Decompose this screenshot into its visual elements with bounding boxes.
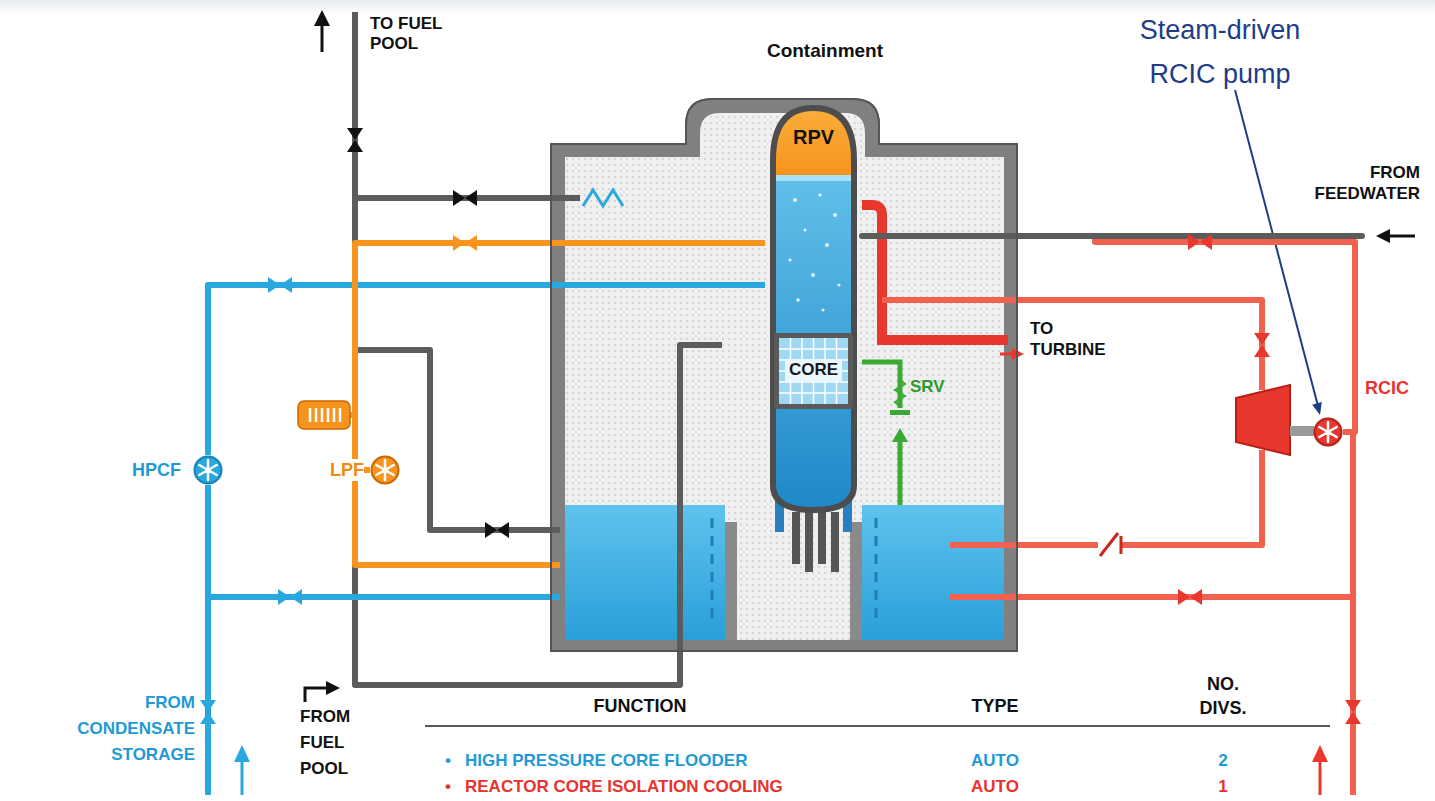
pedestal-wall: [850, 522, 862, 640]
hpcf-suction-pipe: [208, 485, 560, 795]
table-header: NO. DIVS.: [1183, 672, 1263, 720]
fuel-pool-piping: [355, 12, 722, 685]
pump-casing: [1315, 419, 1342, 446]
valve-symbol: [1188, 234, 1212, 250]
flow-label: TO FUEL POOL: [370, 14, 455, 54]
pipe-connector: [862, 236, 1355, 432]
table-cell: AUTO: [955, 776, 1035, 798]
vessel-label: RPV: [765, 126, 862, 148]
flow-arrow: [314, 10, 330, 26]
flow-arrow: [1388, 235, 1415, 238]
valve-label: SRV: [910, 376, 960, 397]
lpf-pump-shape: [370, 455, 400, 485]
rcic-turbine: [1236, 385, 1290, 455]
containment-outline: [551, 99, 1017, 651]
lpf-pump: LPF: [370, 455, 400, 485]
hpcf-pump: HPCF: [193, 455, 223, 485]
valve-symbol: [268, 277, 292, 293]
spray-sparger: [583, 190, 623, 206]
containment-label: Containment: [750, 40, 900, 62]
pipe-connector: [208, 285, 765, 455]
valve-symbol: [453, 235, 477, 251]
pump-casing: [372, 457, 399, 484]
srv-line: [862, 362, 900, 505]
steam-dome: [765, 100, 862, 175]
turbine-shaft: [1290, 426, 1314, 436]
flow-label: TO TURBINE: [1030, 318, 1125, 360]
rcic-pump-shape: [1313, 417, 1343, 447]
reactor-vessel: RPV CORE: [765, 100, 862, 515]
containment-wall: [550, 98, 1018, 652]
reactor-vessel-shape: [765, 100, 862, 515]
rcic-pump: RCIC: [1313, 417, 1343, 447]
core-box: CORE: [773, 332, 854, 410]
pump-label: RCIC: [1365, 377, 1425, 399]
pump-casing: [195, 457, 222, 484]
lpf-suction-pipe: [350, 415, 560, 565]
flow-arrow: [326, 681, 340, 695]
pump-impeller: [199, 460, 216, 480]
vessel-shell: [773, 108, 854, 510]
table-header: FUNCTION: [560, 695, 720, 717]
valve-symbol: [347, 128, 509, 538]
table-cell: HIGH PRESSURE CORE FLOODER: [465, 750, 865, 772]
srv-valve: [890, 410, 910, 442]
feedwater-line: [862, 233, 1362, 239]
callout-text: Steam-driven RCIC pump: [1115, 8, 1325, 96]
water-surface: [765, 175, 862, 181]
main-steam-line: [862, 205, 1008, 340]
bullet: •: [440, 750, 456, 772]
rcic-piping: [882, 300, 1353, 795]
suppression-pool: [565, 505, 725, 640]
fuel-grid: [779, 338, 848, 404]
srv-spring: [895, 380, 905, 406]
heat-exchanger-fins: [310, 408, 340, 422]
containment-box: ContainmentRPVCORE: [550, 98, 1018, 652]
pump-label: HPCF: [113, 459, 181, 481]
table-rule: [425, 725, 1330, 727]
flow-arrow: [241, 760, 244, 795]
fuel-region: [779, 338, 848, 404]
table-cell: AUTO: [955, 750, 1035, 772]
leader-line: [1235, 90, 1318, 406]
hpcf-pump-shape: [193, 455, 223, 485]
check-valve: [1100, 533, 1121, 556]
flow-label: FROM CONDENSATE STORAGE: [70, 690, 195, 768]
core-shroud: [774, 333, 853, 409]
flow-arrow: [321, 22, 324, 52]
flow-arrow: [1376, 229, 1390, 243]
flow-label: FROM FUEL POOL: [300, 704, 370, 782]
table-cell: REACTOR CORE ISOLATION COOLING: [465, 776, 865, 798]
steam-bubbles: [788, 193, 840, 311]
pump-label: LPF: [324, 459, 364, 481]
flow-label: FROM FEEDWATER: [1305, 162, 1420, 204]
pipe-connector: [355, 243, 765, 470]
table-cell: 2: [1203, 750, 1243, 772]
flow-arrow: [1000, 353, 1014, 356]
flow-arrow: [1312, 745, 1328, 762]
top-band: [0, 0, 1435, 14]
pedestal-wall: [725, 522, 737, 640]
pump-impeller: [376, 460, 393, 480]
table-header: TYPE: [955, 695, 1035, 717]
pump-impeller: [1319, 422, 1336, 442]
flow-arrow: [234, 745, 250, 762]
leader-arrowhead: [1312, 402, 1322, 415]
bullet: •: [440, 776, 456, 798]
valve-symbol: [1178, 333, 1361, 724]
lpf-heat-exchanger: [298, 401, 350, 429]
flow-arrow: [1319, 760, 1322, 795]
table-cell: 1: [1203, 776, 1243, 798]
valve-symbol: [200, 589, 302, 724]
flow-arrow: [305, 688, 328, 702]
suppression-pool: [862, 505, 1004, 640]
core-label: CORE: [785, 359, 842, 381]
